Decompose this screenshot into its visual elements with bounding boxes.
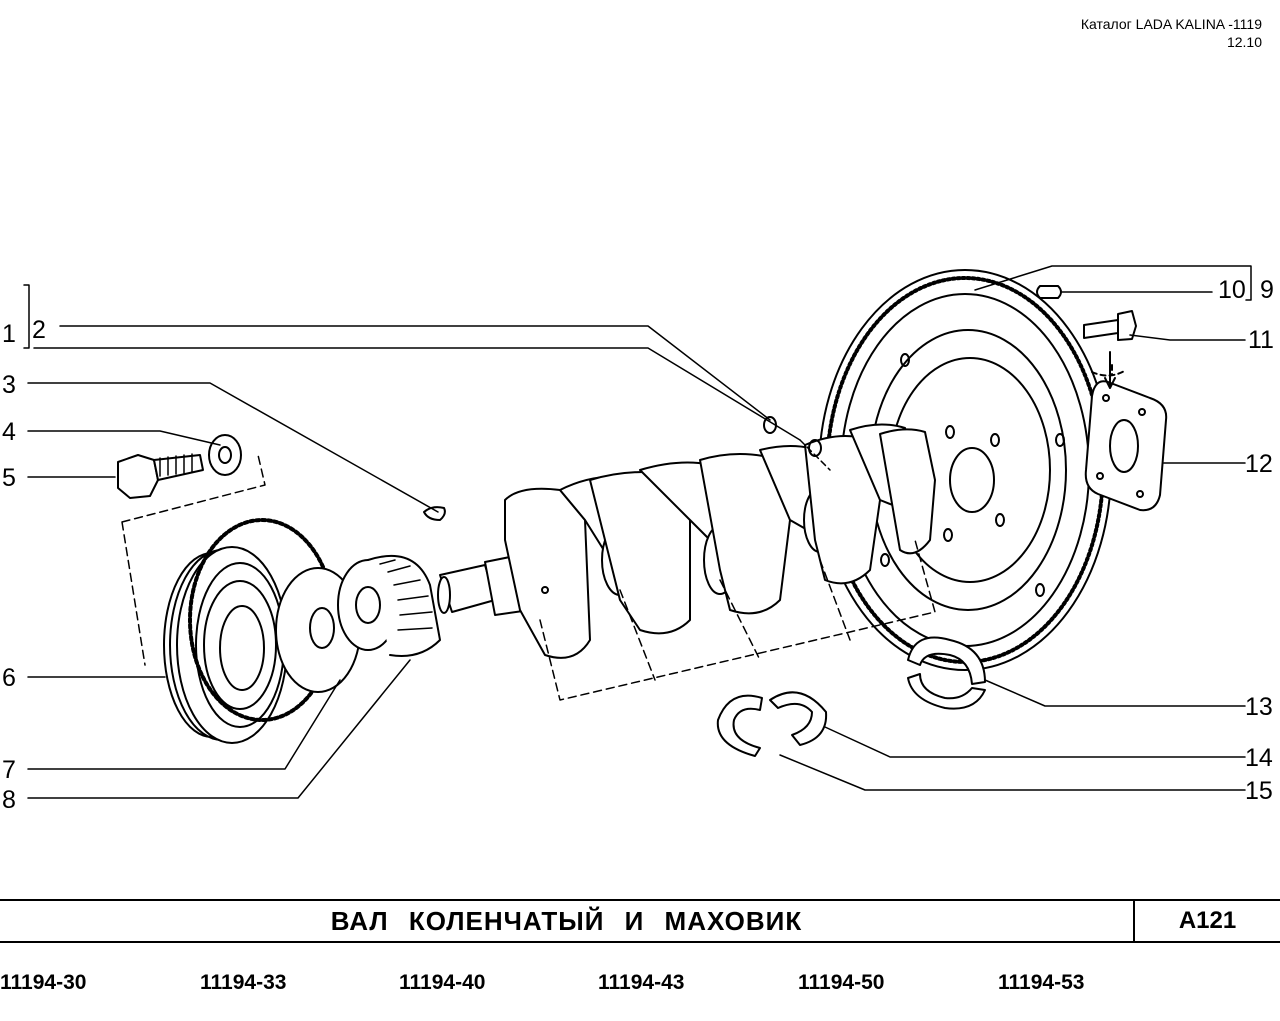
- model-code: 11194-33: [200, 971, 287, 994]
- model-code: 11194-40: [399, 971, 486, 994]
- key-part: [423, 506, 446, 521]
- callout-2: 2: [32, 316, 46, 344]
- diagram-title: ВАЛ КОЛЕНЧАТЫЙ И МАХОВИК: [330, 906, 803, 936]
- pulley-bolt-part: [117, 453, 204, 499]
- model-code: 11194-30: [0, 971, 87, 994]
- callout-6: 6: [2, 664, 16, 692]
- assembly-guide-line: [121, 454, 266, 666]
- flywheel-plate-part: [1084, 380, 1168, 512]
- exploded-parts-diagram: 1 2 3 4 5 6 7 8 9 10 11 12 13 14 15: [2, 265, 1274, 814]
- catalog-date: 12.10: [1226, 34, 1262, 50]
- callout-7: 7: [2, 756, 16, 784]
- callout-1: 1: [2, 320, 16, 348]
- callout-3: 3: [2, 371, 16, 399]
- crankshaft-part: [437, 416, 936, 659]
- callout-8: 8: [2, 786, 16, 814]
- assembly-guide-line: [539, 539, 936, 701]
- title-divider: [1133, 901, 1135, 941]
- callout-11: 11: [1248, 326, 1274, 354]
- dowel-pin-part: [1036, 285, 1062, 299]
- sprocket-part: [337, 554, 441, 657]
- model-code: 11194-43: [598, 971, 685, 994]
- catalog-title: Каталог LADA KALINA -1119: [1080, 16, 1262, 32]
- flywheel-bolt-part: [1083, 310, 1137, 389]
- callout-9: 9: [1260, 276, 1274, 304]
- callout-12: 12: [1245, 450, 1273, 478]
- pulley-part: [163, 546, 288, 744]
- leader-lines: [23, 265, 1252, 799]
- callout-15: 15: [1245, 777, 1273, 805]
- washer-part: [208, 434, 242, 476]
- thrust-half-washers-part: [716, 691, 828, 757]
- callout-10: 10: [1218, 276, 1246, 304]
- model-code: 11194-53: [998, 971, 1085, 994]
- callout-4: 4: [2, 418, 16, 446]
- model-list: 11194-30 11194-33 11194-40 11194-43 1119…: [0, 971, 1280, 997]
- model-code: 11194-50: [798, 971, 885, 994]
- main-bearing-shells-part: [907, 636, 986, 710]
- title-bar: ВАЛ КОЛЕНЧАТЫЙ И МАХОВИК A121: [0, 899, 1280, 943]
- callout-5: 5: [2, 464, 16, 492]
- callout-14: 14: [1245, 744, 1273, 772]
- callout-13: 13: [1245, 693, 1273, 721]
- diagram-code: A121: [1178, 907, 1237, 934]
